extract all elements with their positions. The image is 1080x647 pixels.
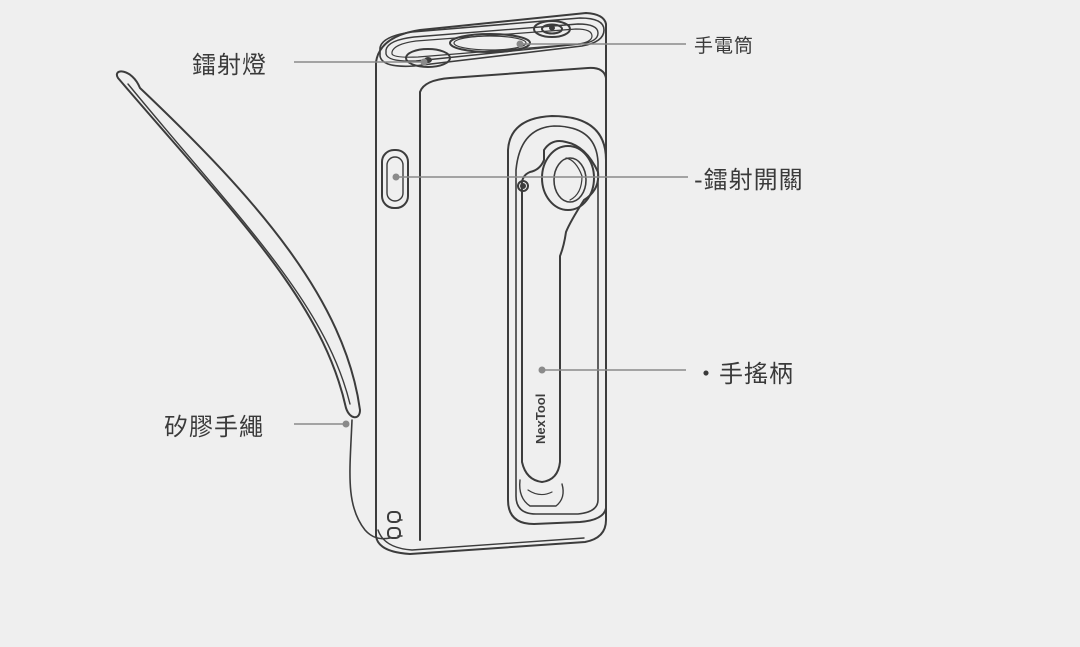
label-laser-switch: -鐳射開關 — [694, 166, 804, 194]
strap-drawing — [115, 70, 403, 540]
label-flashlight: 手電筒 — [694, 35, 755, 57]
leader-lines — [294, 43, 688, 425]
device-body — [375, 12, 607, 555]
leader-dots — [342, 40, 546, 428]
label-silicone-strap: 矽膠手繩 — [164, 413, 264, 441]
label-laser-light: 鐳射燈 — [192, 51, 267, 79]
label-hand-crank: ・手搖柄 — [694, 360, 794, 388]
brand-logo: NexTool — [533, 394, 548, 444]
